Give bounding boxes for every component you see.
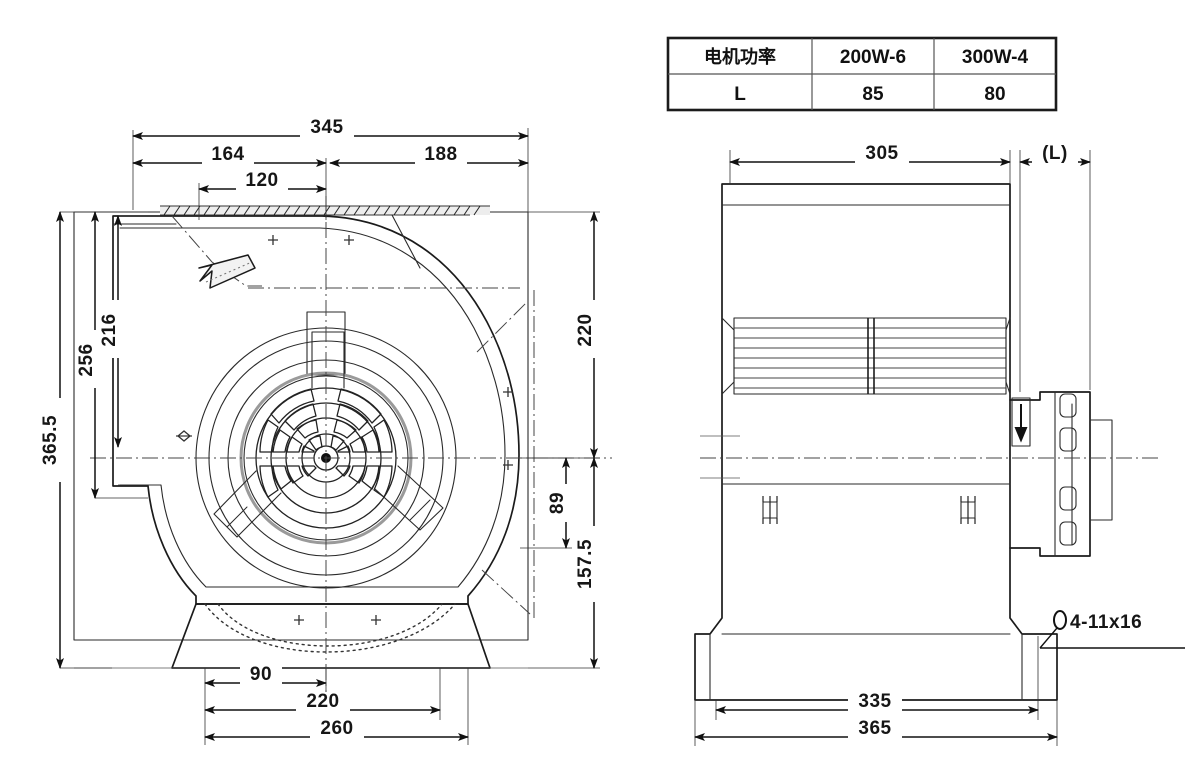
dim-256: 256	[76, 343, 97, 376]
scroll-housing-inner	[119, 227, 506, 588]
dim-305: 305	[865, 143, 898, 164]
brace-line-right	[476, 300, 529, 353]
fixing-marks	[268, 235, 513, 625]
dim-345: 345	[310, 117, 343, 138]
front-view: 345 164 188 120 365.5 256 216 220 89	[40, 117, 612, 745]
base-hidden-arc-2	[217, 603, 443, 647]
dim-260: 260	[320, 718, 353, 739]
dim-89: 89	[547, 492, 568, 514]
dim-157-5: 157.5	[575, 539, 596, 589]
terminal-box-down-arrow	[1011, 397, 1031, 447]
side-port-mark	[176, 430, 192, 442]
impeller-side-block	[721, 317, 1011, 395]
dim-220-right: 220	[575, 313, 596, 346]
side-extension-lines	[694, 150, 1091, 746]
dim-164: 164	[211, 144, 244, 165]
brace-top-right	[391, 214, 421, 269]
hole-callout-group: 4-11x16	[1039, 610, 1185, 649]
table-cell-r0c2: 300W-4	[962, 47, 1029, 68]
base-hidden-arc-1	[204, 603, 456, 653]
motor-housing-ribs	[1054, 391, 1073, 557]
table-cell-r1c1: 85	[862, 84, 884, 105]
dim-365: 365	[858, 718, 891, 739]
brace-line-lower-right	[481, 569, 531, 615]
dim-120: 120	[245, 170, 278, 191]
base-slot-marks	[762, 496, 976, 524]
dim-90: 90	[250, 664, 272, 685]
dim-335: 335	[858, 691, 891, 712]
motor-power-table: 电机功率 200W-6 300W-4 L 85 80	[666, 36, 1058, 112]
hole-callout-text: 4-11x16	[1070, 612, 1142, 633]
side-base-flange-edges	[709, 633, 1023, 701]
airflow-direction-arrow	[198, 254, 256, 289]
table-cell-r0c0: 电机功率	[704, 46, 776, 68]
table-cell-r0c1: 200W-6	[840, 47, 906, 68]
scroll-housing-outline	[112, 215, 520, 605]
table-cell-r1c2: 80	[984, 84, 1005, 105]
inlet-hatch-band	[160, 205, 490, 216]
dim-220-bottom: 220	[306, 691, 339, 712]
dim-216: 216	[99, 313, 120, 346]
motor-shaft-cap	[1089, 419, 1113, 521]
table-cell-r1c0: L	[734, 84, 746, 105]
motor-housing	[1009, 391, 1091, 557]
motor-mount-arms	[213, 331, 444, 538]
dim-365-5: 365.5	[40, 415, 61, 465]
side-body-outline	[694, 183, 1058, 701]
side-view: 4-11x16 305 (L) 335 365	[694, 143, 1185, 746]
dim-188: 188	[424, 144, 457, 165]
bracket-slots	[1059, 393, 1077, 546]
dim-L: (L)	[1042, 143, 1068, 164]
